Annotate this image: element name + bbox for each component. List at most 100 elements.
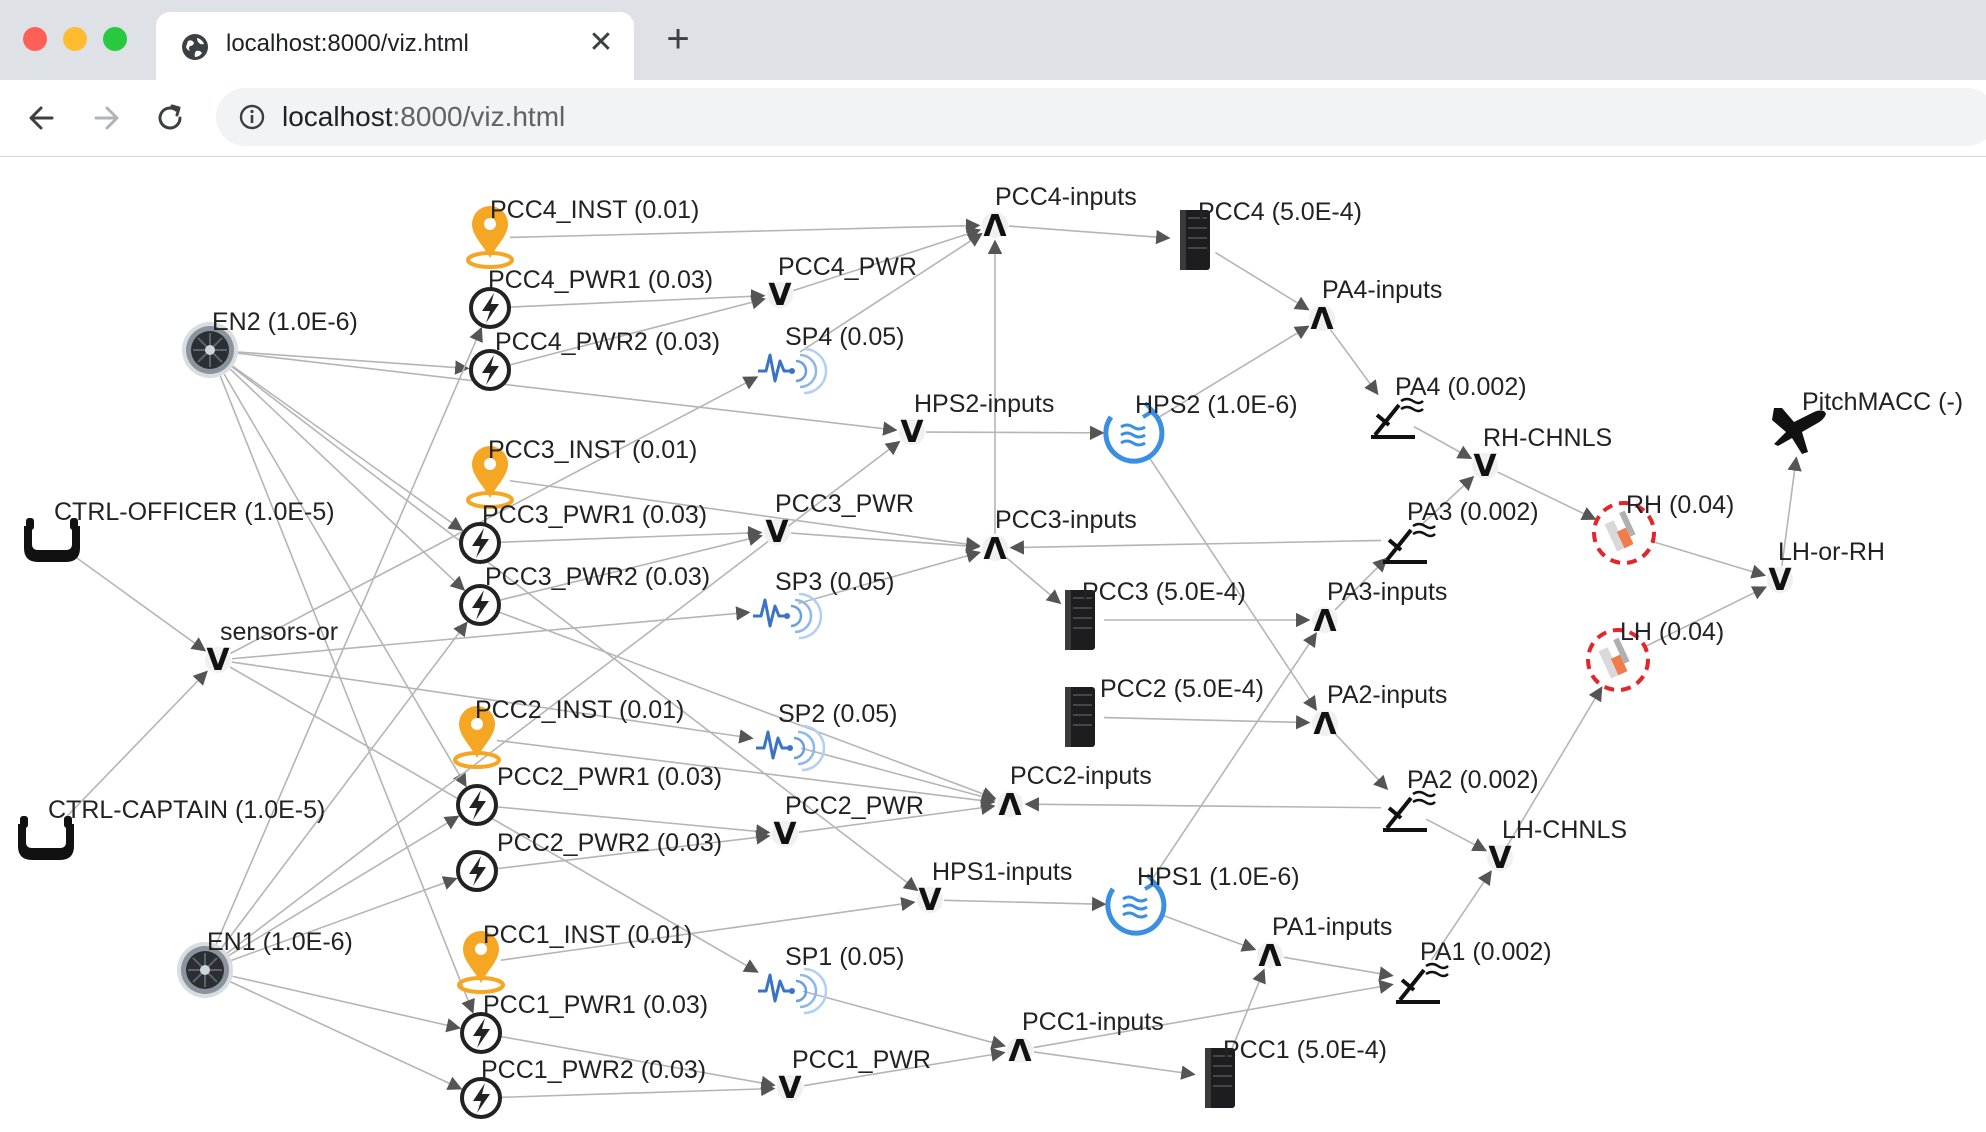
- info-icon[interactable]: [238, 103, 266, 131]
- edge-sp2-to-pcc2_inputs: [800, 747, 996, 804]
- node-label: SP2 (0.05): [778, 700, 898, 728]
- node-sp2[interactable]: SP2 (0.05): [756, 700, 898, 772]
- url-host: localhost: [282, 101, 393, 132]
- svg-text:V: V: [900, 415, 924, 450]
- maximize-window-button[interactable]: [103, 27, 127, 51]
- or-gate: V: [1487, 841, 1513, 876]
- back-arrow-icon[interactable]: [22, 98, 62, 138]
- node-label: PCC1-inputs: [1022, 1008, 1164, 1036]
- edge-pcc4_pwr-to-pcc4_inputs: [793, 227, 982, 292]
- minimize-window-button[interactable]: [63, 27, 87, 51]
- node-pcc1-pwr2[interactable]: PCC1_PWR2 (0.03): [460, 1056, 706, 1119]
- node-pitchmacc[interactable]: PitchMACC (-): [1772, 388, 1963, 454]
- node-ctrl-captain[interactable]: CTRL-CAPTAIN (1.0E-5): [18, 796, 325, 860]
- node-pa1[interactable]: PA1 (0.002): [1396, 938, 1552, 1004]
- browser-tab[interactable]: localhost:8000/viz.html ✕: [156, 12, 634, 80]
- svg-text:V: V: [1473, 449, 1497, 484]
- node-rh-chnls[interactable]: VRH-CHNLS: [1472, 424, 1612, 484]
- edge-sensors_or-to-sp2: [231, 661, 754, 744]
- node-en1[interactable]: EN1 (1.0E-6): [177, 928, 353, 998]
- node-lh[interactable]: LH (0.04): [1586, 618, 1724, 692]
- node-pcc2-pwr2[interactable]: PCC2_PWR2 (0.03): [456, 829, 722, 892]
- node-pcc3-inst[interactable]: PCC3_INST (0.01): [466, 436, 697, 509]
- edge-pa3_inputs-to-pa3: [1334, 557, 1388, 611]
- plus-icon[interactable]: +: [666, 17, 690, 61]
- node-ctrl-officer[interactable]: CTRL-OFFICER (1.0E-5): [24, 498, 335, 562]
- svg-text:Λ: Λ: [1310, 302, 1334, 337]
- svg-text:V: V: [918, 883, 942, 918]
- node-en2[interactable]: EN2 (1.0E-6): [182, 308, 358, 378]
- node-pa4[interactable]: PA4 (0.002): [1371, 373, 1527, 439]
- svg-text:V: V: [1488, 841, 1512, 876]
- node-label: PCC1_INST (0.01): [483, 921, 692, 949]
- node-label: SP4 (0.05): [785, 323, 905, 351]
- node-hps2[interactable]: HPS2 (1.0E-6): [1103, 391, 1298, 464]
- node-label: PCC4_PWR2 (0.03): [495, 328, 720, 356]
- address-bar[interactable]: localhost:8000/viz.html: [216, 88, 1986, 146]
- node-pcc4-pwr2[interactable]: PCC4_PWR2 (0.03): [469, 328, 720, 391]
- node-rh[interactable]: RH (0.04): [1592, 491, 1734, 565]
- node-pcc3-pwr1[interactable]: PCC3_PWR1 (0.03): [459, 501, 707, 564]
- or-gate: V: [767, 278, 793, 313]
- pin-icon: [457, 931, 505, 994]
- node-sp1[interactable]: SP1 (0.05): [758, 943, 905, 1015]
- or-gate: V: [917, 883, 943, 918]
- close-icon[interactable]: ✕: [588, 26, 614, 59]
- sensor-wave-icon: [758, 967, 828, 1015]
- edge-en1-to-pcc4_pwr1: [215, 326, 483, 945]
- node-pcc3[interactable]: PCC3 (5.0E-4): [1065, 578, 1246, 650]
- node-pcc4-pwr1[interactable]: PCC4_PWR1 (0.03): [469, 266, 713, 329]
- svg-text:Λ: Λ: [1313, 707, 1337, 742]
- node-label: RH (0.04): [1626, 491, 1734, 519]
- edge-pcc1_pwr2-to-pcc1_pwr: [500, 1081, 776, 1099]
- node-pcc2[interactable]: PCC2 (5.0E-4): [1065, 675, 1264, 747]
- node-lh-or-rh[interactable]: VLH-or-RH: [1767, 538, 1885, 598]
- node-label: PCC1 (5.0E-4): [1223, 1036, 1387, 1064]
- node-pcc4-inst[interactable]: PCC4_INST (0.01): [466, 196, 699, 269]
- node-sp3[interactable]: SP3 (0.05): [753, 568, 895, 640]
- server-icon: [1205, 1048, 1235, 1108]
- forward-arrow-icon[interactable]: [86, 98, 126, 138]
- node-label: PCC3 (5.0E-4): [1082, 578, 1246, 606]
- node-hps1[interactable]: HPS1 (1.0E-6): [1105, 863, 1300, 936]
- graph-canvas: PCC4_INST (0.01)PCC4_PWR1 (0.03) PCC4_PWR…: [18, 183, 1963, 1119]
- or-gate: V: [1767, 563, 1793, 598]
- node-pa3[interactable]: PA3 (0.002): [1383, 498, 1539, 564]
- node-lh-chnls[interactable]: VLH-CHNLS: [1487, 816, 1627, 876]
- node-pcc4[interactable]: PCC4 (5.0E-4): [1180, 198, 1362, 270]
- node-label: PCC4_PWR1 (0.03): [488, 266, 713, 294]
- node-pcc2-pwr1[interactable]: PCC2_PWR1 (0.03): [456, 763, 722, 826]
- close-window-button[interactable]: [23, 27, 47, 51]
- node-pcc1-inst[interactable]: PCC1_INST (0.01): [457, 921, 692, 994]
- node-pa2[interactable]: PA2 (0.002): [1383, 766, 1539, 832]
- node-pcc3-pwr2[interactable]: PCC3_PWR2 (0.03): [459, 563, 710, 626]
- node-pcc2-inst[interactable]: PCC2_INST (0.01): [453, 696, 684, 769]
- edge-rh-to-lh_or_rh: [1652, 540, 1767, 579]
- svg-text:V: V: [773, 817, 797, 852]
- edge-hps2-to-pa4_inputs: [1156, 325, 1310, 420]
- reload-icon[interactable]: [150, 98, 190, 138]
- edge-en2-to-pcc1_pwr1: [219, 375, 475, 1014]
- node-sp4[interactable]: SP4 (0.05): [758, 323, 905, 395]
- airplane-icon: [1772, 408, 1826, 454]
- node-pcc1[interactable]: PCC1 (5.0E-4): [1205, 1036, 1387, 1108]
- node-label: PA1 (0.002): [1420, 938, 1552, 966]
- edge-lh-to-lh_or_rh: [1644, 586, 1767, 648]
- hydraulic-icon: [1103, 401, 1165, 464]
- node-pcc1-pwr1[interactable]: PCC1_PWR1 (0.03): [460, 991, 708, 1054]
